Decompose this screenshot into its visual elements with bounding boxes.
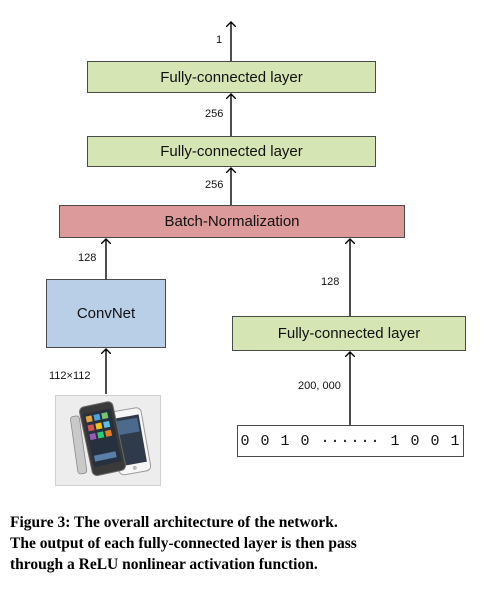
convnet-block: ConvNet: [46, 279, 166, 348]
caption-line-2: The output of each fully-connected layer…: [10, 535, 357, 552]
input-image: [55, 395, 161, 486]
edge-label-conv-to-bn: 128: [78, 252, 97, 264]
fc-layer-middle: Fully-connected layer: [87, 136, 376, 167]
edge-label-image-to-conv: 112×112: [49, 370, 91, 382]
figure-caption: Figure 3: The overall architecture of th…: [10, 512, 496, 575]
edge-label-fc-to-fc: 256: [205, 108, 224, 120]
fc-layer-right: Fully-connected layer: [232, 316, 466, 351]
edge-label-binary-to-fc: 200, 000: [298, 380, 341, 392]
caption-line-1: Figure 3: The overall architecture of th…: [10, 514, 338, 531]
caption-line-3: through a ReLU nonlinear activation func…: [10, 556, 318, 573]
fc-layer-top: Fully-connected layer: [87, 61, 376, 93]
binary-input-box: 0 0 1 0 ······ 1 0 0 1: [237, 425, 464, 457]
batchnorm-layer: Batch-Normalization: [59, 205, 405, 238]
edge-label-bn-to-fc: 256: [205, 179, 224, 191]
batchnorm-label: Batch-Normalization: [164, 213, 300, 230]
fc-layer-right-label: Fully-connected layer: [277, 325, 421, 342]
binary-input-text: 0 0 1 0 ······ 1 0 0 1: [240, 432, 461, 450]
fc-layer-middle-label: Fully-connected layer: [160, 143, 303, 160]
convnet-label: ConvNet: [76, 305, 136, 322]
edge-label-fc-to-bn: 128: [321, 276, 340, 288]
edge-label-output: 1: [216, 34, 223, 46]
smartphones-icon: [70, 401, 152, 476]
fc-layer-top-label: Fully-connected layer: [160, 68, 303, 86]
